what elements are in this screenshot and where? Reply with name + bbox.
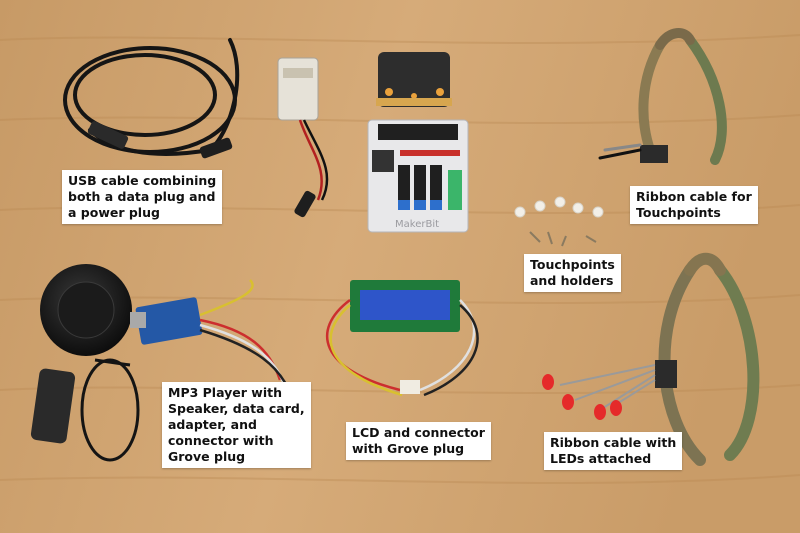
- aux-cable: [80, 358, 140, 462]
- led-leads: [559, 364, 656, 411]
- ribbon-connector-top: [640, 145, 668, 163]
- battery: [277, 57, 319, 121]
- lcd-wires: [325, 299, 479, 397]
- leds: [542, 374, 622, 420]
- touchpoint-leads: [598, 143, 642, 160]
- label-lcd: LCD and connector with Grove plug: [346, 422, 491, 460]
- label-ribbon-leds: Ribbon cable with LEDs attached: [544, 432, 683, 470]
- battery-wires: [298, 119, 329, 201]
- touchpoints: [514, 196, 604, 218]
- label-touchpoints: Touchpoints and holders: [524, 254, 621, 292]
- microbit: [378, 52, 450, 107]
- touchpoint-holders: [529, 231, 597, 247]
- label-mp3-player: MP3 Player with Speaker, data card, adap…: [162, 382, 311, 468]
- label-usb-cable: USB cable combining both a data plug and…: [62, 170, 223, 224]
- label-ribbon-touchpoints: Ribbon cable for Touchpoints: [630, 186, 758, 224]
- card-adapter: [30, 368, 76, 444]
- grove-plug: [400, 380, 420, 394]
- makerbit-board-text: MakerBit: [395, 219, 439, 230]
- power-plug: [199, 137, 233, 159]
- battery-plug: [294, 190, 316, 218]
- lcd-screen: [360, 290, 450, 320]
- usb-plug: [87, 121, 129, 149]
- ribbon-cable-top: [638, 28, 727, 165]
- mp3-wires: [199, 279, 290, 389]
- ribbon-connector-leds: [655, 360, 677, 388]
- mp3-player-board: [135, 297, 203, 345]
